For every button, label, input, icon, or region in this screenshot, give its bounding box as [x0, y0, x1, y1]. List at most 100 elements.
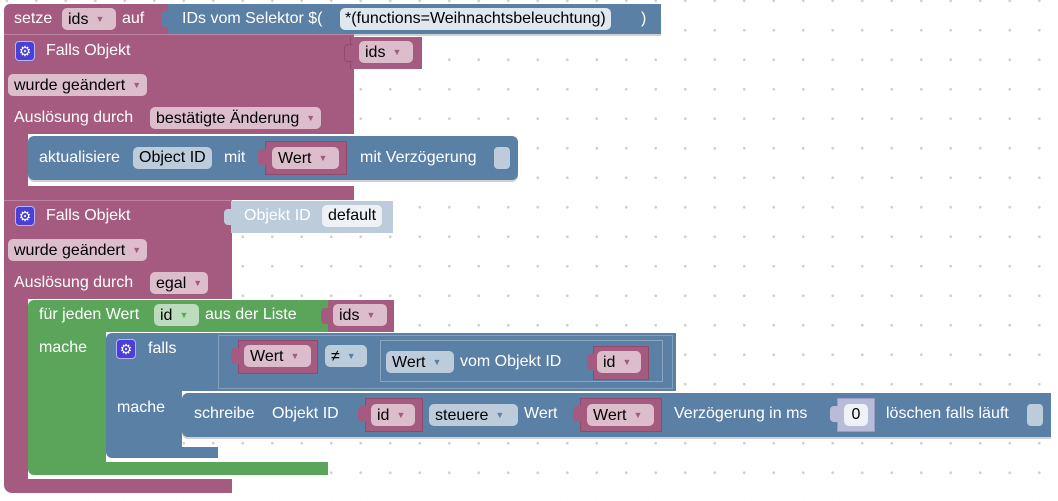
trigger1-trigger-dropdown[interactable]: bestätigte Änderung ▼ [150, 107, 322, 129]
if-body-arm [106, 391, 182, 447]
foreach-bottom-bar [28, 462, 328, 475]
compare-left-connector [231, 348, 239, 364]
trigger1-bottom-bar [4, 186, 354, 200]
trigger1-statement-arm [4, 134, 28, 186]
write-object-id-label: Objekt ID [272, 405, 339, 422]
get-value-label: vom Objekt ID [460, 353, 562, 370]
write-object-id-dropdown[interactable]: id ▼ [371, 404, 415, 426]
value-text: Wert [278, 150, 312, 167]
trigger2-statement-arm [4, 299, 28, 479]
mode-text: steuere [435, 407, 489, 424]
gear-icon[interactable]: ⚙ [15, 41, 35, 61]
get-value-attribute-dropdown[interactable]: Wert▼ [386, 351, 454, 373]
foreach-label: für jeden Wert [39, 306, 140, 323]
compare-block[interactable] [218, 335, 673, 389]
selector-label: IDs vom Selektor $( [182, 10, 323, 27]
attribute-text: Wert [392, 354, 426, 371]
trigger2-bottom-bar [4, 479, 232, 493]
variable-name: ids [68, 11, 89, 28]
if-bottom-bar [106, 447, 218, 458]
dropdown-arrow-icon: ▼ [306, 113, 316, 123]
dropdown-arrow-icon: ▼ [366, 310, 376, 320]
variable-name: ids [365, 44, 386, 61]
update-value-dropdown[interactable]: Wert ▼ [272, 147, 339, 169]
trigger1-trigger-label: Auslösung durch [14, 109, 134, 126]
foreach-body-arm [28, 332, 106, 462]
trigger2-title: Falls Objekt [46, 207, 131, 224]
foreach-list-dropdown[interactable]: ids ▼ [333, 304, 387, 326]
write-value-label: Wert [524, 405, 558, 422]
dropdown-arrow-icon: ▼ [132, 80, 142, 90]
dropdown-arrow-icon: ▼ [495, 410, 505, 420]
dropdown-arrow-icon: ▼ [633, 410, 643, 420]
gear-icon[interactable]: ⚙ [15, 206, 35, 226]
get-value-block[interactable] [380, 340, 663, 382]
trigger2-trigger-dropdown[interactable]: egal ▼ [150, 272, 209, 294]
object-id-value: default [328, 207, 377, 224]
gear-icon[interactable]: ⚙ [116, 339, 136, 359]
selector-pattern-input[interactable]: *(functions=Weihnachtsbeleuchtung) [340, 8, 611, 30]
block-separator [4, 200, 354, 201]
update-delay-checkbox[interactable] [494, 147, 510, 169]
foreach-variable-dropdown[interactable]: id ▼ [154, 304, 199, 326]
dropdown-arrow-icon: ▼ [290, 351, 300, 361]
variable-name: id [377, 407, 390, 424]
trigger-value-text: bestätigte Änderung [156, 110, 300, 127]
compare-operator-dropdown[interactable]: ≠▼ [325, 345, 367, 367]
trigger1-input-connector [344, 44, 353, 62]
object-id-text: Object ID [139, 149, 206, 166]
trigger1-title: Falls Objekt [46, 42, 131, 59]
write-value-dropdown[interactable]: Wert ▼ [587, 404, 654, 426]
write-delay-connector [830, 406, 838, 422]
foreach-do-label: mache [39, 339, 88, 356]
trigger-value-text: egal [156, 275, 187, 292]
get-value-id-connector [587, 354, 595, 370]
dropdown-arrow-icon: ▼ [622, 357, 632, 367]
write-clear-checkbox[interactable] [1027, 404, 1043, 426]
condition-text: wurde geändert [14, 242, 126, 259]
block-separator [4, 34, 354, 35]
selector-pattern-text: *(functions=Weihnachtsbeleuchtung) [345, 10, 606, 27]
dropdown-arrow-icon: ▼ [132, 245, 142, 255]
foreach-list-label: aus der Liste [205, 306, 297, 323]
variable-name: ids [339, 307, 360, 324]
variable-name: id [603, 354, 616, 371]
selector-close-paren: ) [641, 10, 647, 27]
write-object-id-connector [358, 406, 366, 422]
trigger2-object-id-input[interactable]: default [322, 205, 383, 227]
write-delay-input[interactable]: 0 [844, 404, 868, 426]
trigger2-condition-dropdown[interactable]: wurde geändert ▼ [8, 239, 148, 261]
dropdown-arrow-icon: ▼ [193, 278, 203, 288]
trigger2-input-connector [224, 209, 232, 225]
delay-value: 0 [851, 406, 861, 423]
write-value-connector [573, 406, 581, 422]
get-value-id-dropdown[interactable]: id ▼ [597, 351, 641, 373]
dropdown-arrow-icon: ▼ [318, 153, 328, 163]
update-delay-label: mit Verzögerung [360, 149, 477, 166]
update-label: aktualisiere [39, 149, 120, 166]
write-delay-label: Verzögerung in ms [674, 405, 808, 422]
variable-dropdown-ids[interactable]: ids ▼ [62, 8, 116, 30]
trigger2-trigger-label: Auslösung durch [14, 274, 134, 291]
variable-name: id [160, 307, 173, 324]
value-text: Wert [250, 348, 284, 365]
write-label: schreibe [194, 405, 255, 422]
if-label: falls [148, 340, 177, 357]
trigger1-condition-dropdown[interactable]: wurde geändert▼ [8, 74, 148, 96]
dropdown-arrow-icon: ▼ [179, 310, 189, 320]
write-clear-label: löschen falls läuft [886, 405, 1009, 422]
update-with-label: mit [224, 149, 246, 166]
value-text: Wert [593, 407, 627, 424]
dropdown-arrow-icon: ▼ [396, 410, 406, 420]
trigger1-variable-dropdown-ids[interactable]: ids ▼ [359, 41, 413, 63]
if-do-label: mache [117, 399, 166, 416]
write-mode-dropdown[interactable]: steuere ▼ [429, 404, 518, 426]
foreach-list-connector [321, 308, 329, 324]
trigger2-object-id-label: Objekt ID [244, 207, 311, 224]
dropdown-arrow-icon: ▼ [392, 47, 402, 57]
update-value-connector [258, 149, 266, 165]
dropdown-arrow-icon: ▼ [95, 14, 105, 24]
update-object-id-field[interactable]: Object ID [133, 147, 212, 169]
compare-left-dropdown[interactable]: Wert ▼ [244, 345, 311, 367]
to-label: auf [122, 10, 145, 27]
